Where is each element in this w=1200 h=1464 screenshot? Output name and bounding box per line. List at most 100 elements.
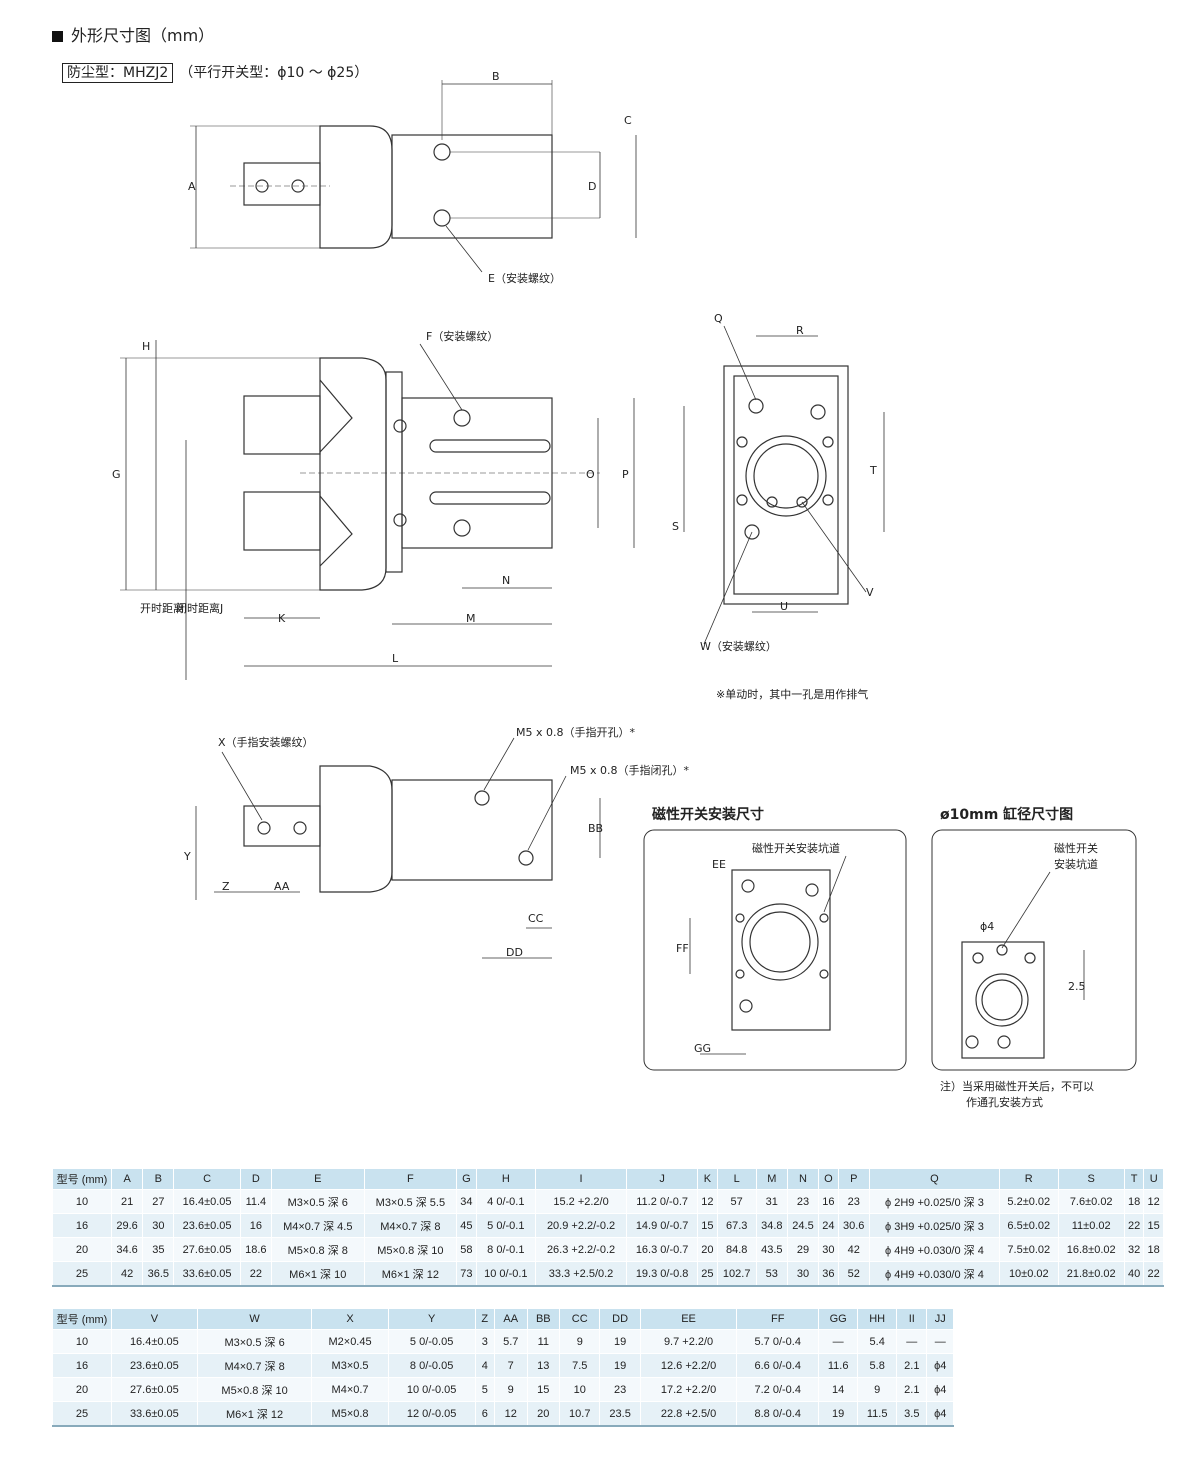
dim-label-S: S [672, 520, 679, 533]
dim-label-T: T [869, 464, 877, 477]
table-cell: 7 [493, 1353, 528, 1378]
table-cell: 13 [526, 1353, 561, 1378]
dim-label-phi4: ϕ4 [980, 920, 994, 933]
table-cell: 84.8 [716, 1237, 757, 1262]
table-cell: 11.4 [239, 1189, 272, 1214]
table-cell: 21 [110, 1189, 144, 1214]
table-cell: 5 0/-0.1 [475, 1213, 537, 1238]
table-cell: 23 [786, 1189, 820, 1214]
table-cell: 6.6 0/-0.4 [736, 1353, 820, 1378]
column-header: AA [493, 1308, 528, 1330]
dim-label-X: X（手指安装螺纹） [218, 735, 314, 749]
hole-icon [736, 436, 748, 448]
table-cell: 10 0/-0.1 [475, 1261, 537, 1287]
table-cell: 32 [1123, 1237, 1145, 1262]
hole-icon [819, 969, 829, 979]
table-cell: 11 [526, 1329, 561, 1354]
table-cell: 35 [142, 1237, 175, 1262]
table-cell: 10 [559, 1377, 601, 1402]
table-cell: 26.3 +2.2/-0.2 [535, 1237, 628, 1262]
top-view-cap [319, 125, 393, 249]
model-caption: 防尘型：MHZJ2（平行开关型：ϕ10 ～ ϕ25） [62, 62, 368, 83]
table-cell: 102.7 [716, 1261, 757, 1287]
table-cell: 4 0/-0.1 [475, 1189, 537, 1214]
column-header: D [239, 1168, 272, 1190]
table-cell: ϕ4 [926, 1377, 954, 1402]
table-cell: M5×0.8 深 8 [270, 1237, 365, 1262]
hole-icon [819, 913, 829, 923]
table-cell: 23 [599, 1377, 641, 1402]
column-header: J [626, 1168, 699, 1190]
column-header: R [999, 1168, 1059, 1190]
table-cell: 25 [52, 1401, 112, 1427]
dim-label-G: G [112, 468, 121, 481]
column-header: Q [868, 1168, 1001, 1190]
table-cell: 16 [52, 1353, 112, 1378]
table-cell: 42 [837, 1237, 870, 1262]
table-cell: M3×0.5 深 6 [196, 1329, 313, 1354]
table-cell: 10±0.02 [999, 1261, 1059, 1287]
table-cell: 25 [697, 1261, 718, 1287]
column-header: Z [474, 1308, 495, 1330]
table-cell: 21.8±0.02 [1057, 1261, 1125, 1287]
column-header: DD [599, 1308, 641, 1330]
table-cell: 16 [818, 1189, 839, 1214]
hole-icon [766, 496, 778, 508]
table-cell: M2×0.45 [311, 1329, 389, 1354]
table-cell: 3 [474, 1329, 495, 1354]
table-cell: 12 [697, 1189, 718, 1214]
dim-label-M: M [466, 612, 476, 625]
table-cell: 40 [1123, 1261, 1145, 1287]
column-header: E [270, 1168, 365, 1190]
column-header: H [475, 1168, 537, 1190]
dim-label-I: 开时距离I [140, 601, 187, 615]
column-header: BB [526, 1308, 561, 1330]
dim-label-N: N [502, 574, 510, 587]
table-cell: — [818, 1329, 859, 1354]
bore-panel-title: ø10mm 缸径尺寸图 [940, 807, 1074, 823]
table-cell: 7.6±0.02 [1057, 1189, 1125, 1214]
hole-icon [822, 436, 834, 448]
bore-panel [931, 829, 1137, 1071]
front-view [120, 340, 635, 680]
table-cell: 36.5 [142, 1261, 175, 1287]
table-cell: 7.2 0/-0.4 [736, 1377, 820, 1402]
table-cell: 15 [697, 1213, 718, 1238]
table-cell: M5×0.8 深 10 [196, 1377, 313, 1402]
dim-label-C: C [624, 114, 632, 127]
column-header: Y [387, 1308, 476, 1330]
table-cell: M4×0.7 深 8 [363, 1213, 458, 1238]
column-header: CC [559, 1308, 601, 1330]
table-cell: 10.7 [559, 1401, 601, 1427]
table-cell: 20 [52, 1237, 112, 1262]
hole-icon [735, 969, 745, 979]
table-cell: 22 [1143, 1261, 1164, 1287]
table-cell: ϕ4 [926, 1353, 954, 1378]
dim-label-E: E（安装螺纹） [488, 271, 561, 285]
table-cell: 8 0/-0.05 [387, 1353, 476, 1378]
table-cell: 33.6±0.05 [111, 1401, 198, 1427]
table-cell: 11.6 [818, 1353, 859, 1378]
port-close-label: M5 x 0.8（手指闭孔）* [570, 763, 689, 777]
port-close-icon [518, 850, 534, 866]
table-cell: — [896, 1329, 928, 1354]
page-title: 外形尺寸图（mm） [52, 22, 214, 46]
column-header: M [755, 1168, 788, 1190]
port-open-icon [474, 790, 490, 806]
switch-panel-title: 磁性开关安装尺寸 [652, 807, 764, 823]
table-cell: 23.5 [599, 1401, 641, 1427]
column-header: G [456, 1168, 477, 1190]
table-cell: 53 [755, 1261, 788, 1287]
table-cell: 34.6 [110, 1237, 144, 1262]
dim-label-R: R [796, 324, 804, 337]
table-cell: M3×0.5 深 5.5 [363, 1189, 458, 1214]
table-cell: 6 [474, 1401, 495, 1427]
